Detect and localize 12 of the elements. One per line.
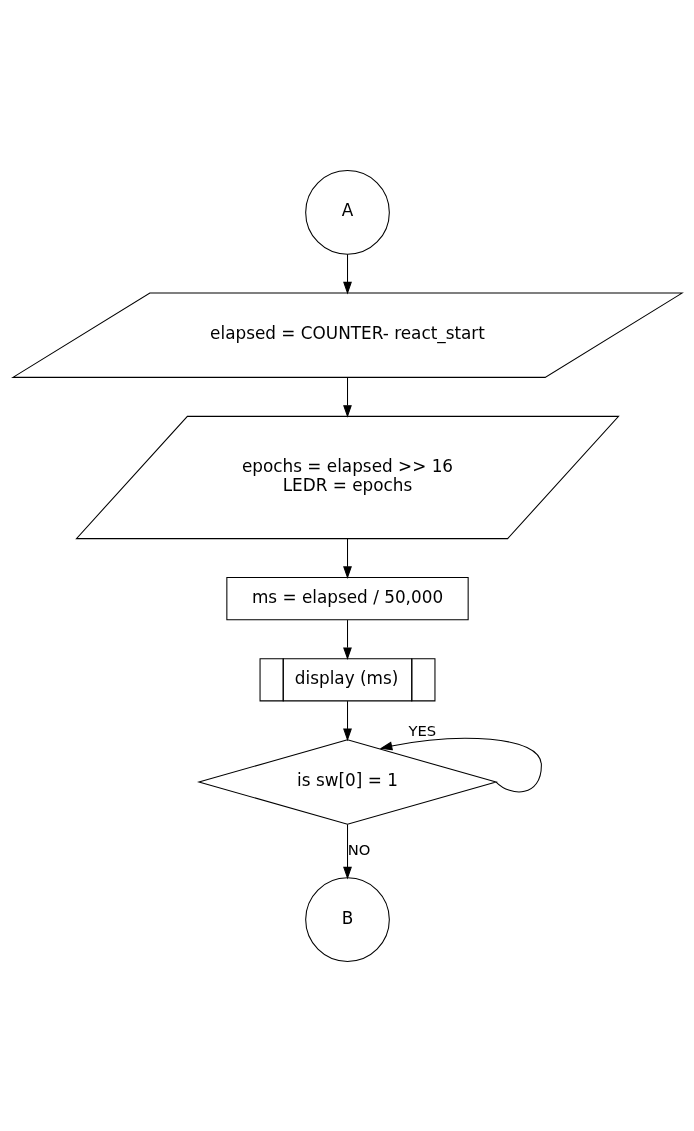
arrow bbox=[342, 700, 352, 741]
arrow bbox=[342, 376, 352, 418]
arrow bbox=[342, 619, 352, 660]
node-box: ms = elapsed / 50,000 bbox=[225, 576, 469, 620]
arrow bbox=[342, 537, 352, 579]
node-circle: B bbox=[304, 876, 390, 962]
arrow bbox=[379, 737, 542, 792]
arrow bbox=[342, 253, 352, 295]
edge-label: YES bbox=[407, 721, 436, 739]
arrow bbox=[342, 823, 352, 879]
node-circle: A bbox=[304, 169, 390, 255]
edge-label: NO bbox=[347, 840, 370, 858]
